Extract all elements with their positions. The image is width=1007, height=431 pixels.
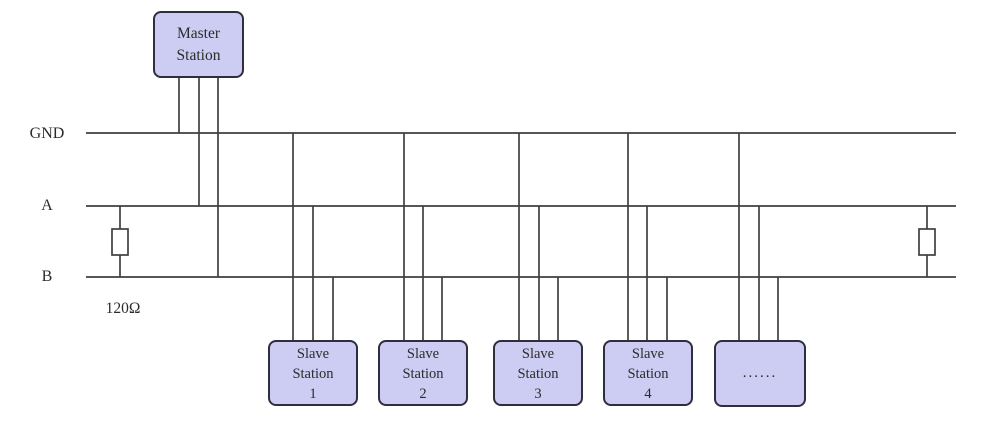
slave-station-4-label-line3: 4: [644, 386, 652, 402]
master-station-label-line2: Station: [176, 46, 221, 64]
slave-station-3-label-line3: 3: [534, 386, 542, 402]
slave-station-4-label-line1: Slave: [631, 346, 665, 362]
slave-station-2-box: Slave Station 2: [378, 340, 468, 406]
slave-station-1-label-line1: Slave: [296, 346, 330, 362]
slave-station-2-label-line3: 2: [419, 386, 427, 402]
b-bus-label: B: [41, 268, 53, 285]
right-termination-resistor: [918, 228, 936, 256]
slave-station-3-box: Slave Station 3: [493, 340, 583, 406]
slave-station-1-box: Slave Station 1: [268, 340, 358, 406]
master-station-label-line1: Master: [176, 24, 221, 42]
slave-station-1-label-line2: Station: [292, 366, 334, 382]
slave-station-4-label-line2: Station: [627, 366, 669, 382]
ellipsis-station-box: ......: [714, 340, 806, 407]
ellipsis-station-label: ......: [742, 365, 778, 381]
termination-resistance-label: 120Ω: [105, 300, 141, 317]
gnd-bus-label: GND: [29, 125, 65, 142]
master-station-box: Master Station: [153, 11, 244, 78]
left-termination-resistor: [111, 228, 129, 256]
slave-station-2-label-line2: Station: [402, 366, 444, 382]
slave-station-1-label-line3: 1: [309, 386, 317, 402]
slave-station-3-label-line2: Station: [517, 366, 559, 382]
slave-station-4-box: Slave Station 4: [603, 340, 693, 406]
slave-station-3-label-line1: Slave: [521, 346, 555, 362]
slave-station-2-label-line1: Slave: [406, 346, 440, 362]
a-bus-label: A: [41, 197, 53, 214]
